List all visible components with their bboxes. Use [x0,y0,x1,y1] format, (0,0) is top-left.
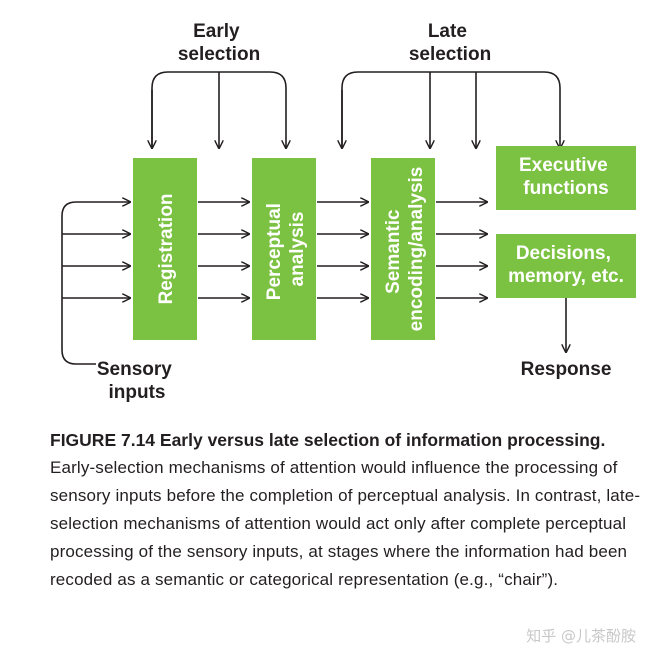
registration-box [133,158,197,340]
sensory-inputs-label: Sensory inputs [97,359,177,403]
caption-title: FIGURE 7.14 Early versus late selection … [50,430,606,450]
semantic-to-executive-arrows [436,202,487,298]
sensory-input-lines [61,202,130,365]
selection-diagram: Early selection Late selection [61,21,636,403]
late-selection-label: Late selection [409,21,491,65]
semantic-box [371,158,435,340]
caption-body: Early-selection mechanisms of attention … [50,458,641,589]
perceptual-to-semantic-arrows [317,202,368,298]
perceptual-label: Perceptual analysis [264,198,308,300]
decisions-label: Decisions, memory, etc. [508,243,624,287]
late-selection-arrows [342,71,560,148]
decisions-box [496,234,636,298]
semantic-label: Semantic encoding/analysis [383,167,427,332]
figure-caption: FIGURE 7.14 Early versus late selection … [50,426,648,594]
early-selection-label: Early selection [178,21,260,65]
perceptual-box [252,158,316,340]
registration-to-perceptual-arrows [198,202,249,298]
response-label: Response [521,359,612,380]
registration-label: Registration [156,194,177,305]
early-selection-arrows [152,71,286,148]
executive-label: Executive functions [519,155,613,199]
watermark: 知乎 @儿茶酚胺 [526,627,636,645]
executive-box [496,146,636,210]
